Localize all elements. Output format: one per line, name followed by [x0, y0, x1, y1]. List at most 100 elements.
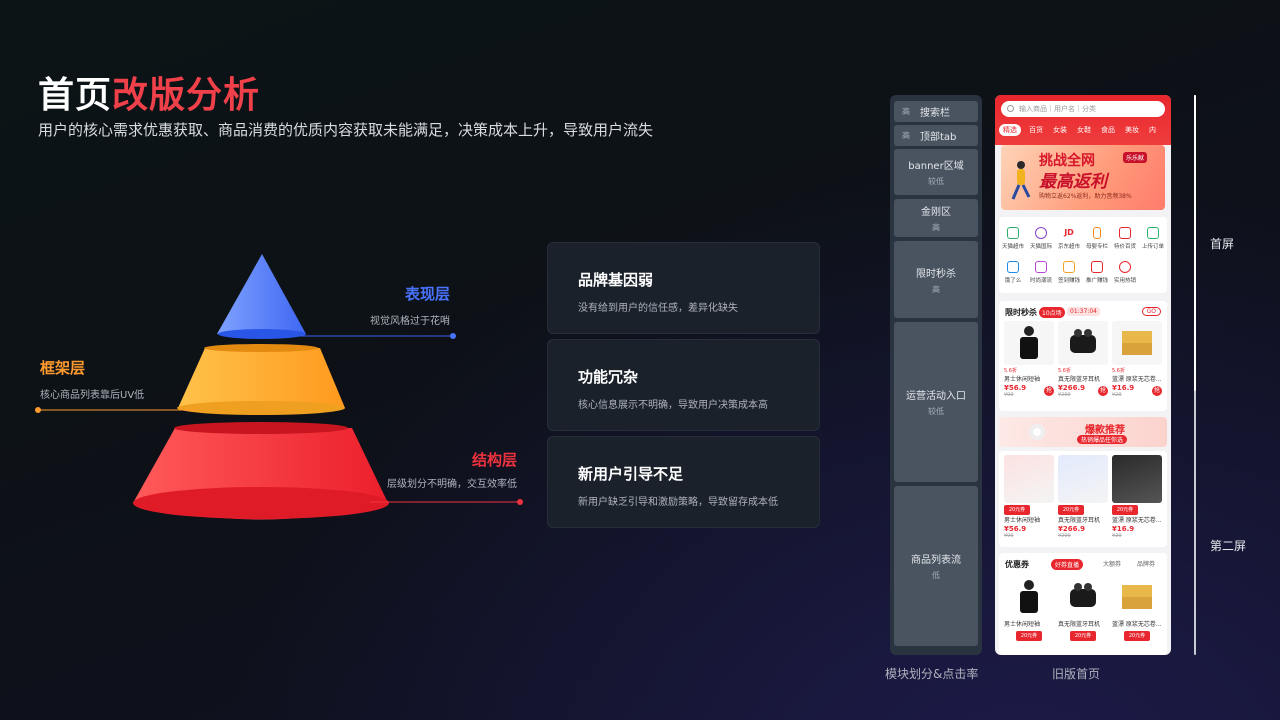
clipboard-icon [1147, 226, 1159, 239]
layer-top-desc: 视觉风格过于花哨 [370, 316, 450, 327]
product-price: ¥266.9 [1058, 525, 1086, 533]
tissue-box-icon [1122, 331, 1152, 355]
product-name: 真无限蓝牙耳机 [1058, 517, 1101, 524]
kingkong-item[interactable]: 实用热销 [1111, 255, 1139, 289]
tab-category[interactable]: 女装 [1053, 126, 1067, 134]
bowl-icon [1007, 260, 1019, 273]
module-label: 运营活动入口 [906, 391, 966, 402]
module-rate: 低 [932, 571, 940, 580]
kingkong-label: 特价百货 [1113, 243, 1136, 250]
kingkong-label: 时尚潮流 [1029, 277, 1052, 284]
product-card[interactable]: 5.6折 蓝漂 原浆无芯卷... ¥16.9 ¥29 抢 [1112, 321, 1162, 398]
product-old-price: ¥299 [1058, 533, 1071, 539]
coupon-badge: 20元券 [1058, 505, 1084, 515]
kingkong-label: 京东超市 [1057, 243, 1080, 250]
kingkong-item[interactable]: 推广赚钱 [1083, 255, 1111, 289]
kingkong-item[interactable]: 特价百货 [1111, 221, 1139, 255]
tab-category[interactable]: 女鞋 [1077, 126, 1091, 134]
banner-badge: 乐乐献 [1123, 152, 1148, 163]
tshirt-icon [1020, 326, 1038, 359]
globe-icon [1035, 226, 1047, 239]
product-name: 真无限蓝牙耳机 [1058, 376, 1101, 383]
kingkong-item[interactable]: 上传订单 [1139, 221, 1167, 255]
product-price: ¥56.9 [1004, 384, 1027, 392]
tab-coupon[interactable]: 大额券 [1103, 561, 1122, 568]
module-division-column: 高 搜索栏 高 顶部tab banner区域 较低 金刚区 高 限时秒杀 高 运… [890, 95, 982, 655]
first-screen-marker [1194, 95, 1196, 391]
kingkong-item[interactable]: 天猫国际 [1027, 221, 1055, 255]
kingkong-label: 饿了么 [1004, 277, 1022, 284]
grab-button[interactable]: 抢 [1098, 386, 1108, 396]
tab-category[interactable]: 百货 [1029, 126, 1043, 134]
tab-category[interactable]: 美妆 [1125, 126, 1139, 134]
product-old-price: ¥299 [1058, 392, 1071, 398]
flash-countdown: 01:37:04 [1067, 307, 1100, 316]
kingkong-item[interactable]: 时尚潮流 [1027, 255, 1055, 289]
issue-card: 品牌基因弱 没有给到用户的信任感，差异化缺失 [547, 242, 820, 334]
product-price: ¥56.9 [1004, 525, 1027, 533]
phone-header: 输入商品｜用户名｜分类 精选 百货 女装 女鞋 食品 美妆 内 [995, 95, 1171, 145]
product-name: 蓝漂 原浆无芯卷... [1112, 621, 1162, 628]
coupon-section: 优惠券 好券直播 大额券 品牌券 男士休闲短袖 20元券 真无限蓝牙耳机 20元… [999, 553, 1167, 655]
kingkong-item[interactable]: JD 京东超市 [1055, 221, 1083, 255]
product-card[interactable]: 20元券 男士休闲短袖 ¥56.9 ¥99 [1004, 455, 1054, 539]
doc-icon [1091, 260, 1103, 273]
module-rate: 高 [932, 284, 940, 294]
hot-recommend-banner[interactable]: 爆款推荐 热销爆品任你选 [999, 417, 1167, 447]
gift-icon [1063, 260, 1075, 273]
first-screen-label: 首屏 [1210, 237, 1235, 251]
layer-bottom-desc: 层级划分不明确，交互效率低 [387, 479, 517, 490]
grab-button[interactable]: 抢 [1044, 386, 1054, 396]
tab-coupon[interactable]: 好券直播 [1051, 559, 1084, 570]
product-card[interactable]: 5.6折 真无限蓝牙耳机 ¥266.9 ¥299 抢 [1058, 321, 1108, 398]
issue-card: 新用户引导不足 新用户缺乏引导和激励策略，导致留存成本低 [547, 436, 820, 528]
tab-category[interactable]: 食品 [1101, 126, 1115, 134]
product-card[interactable]: 5.6折 男士休闲短袖 ¥56.9 ¥99 抢 [1004, 321, 1054, 398]
product-name: 男士休闲短袖 [1004, 621, 1041, 628]
layer-top-name: 表现层 [405, 285, 451, 303]
kingkong-item[interactable]: 签到赚钱 [1055, 255, 1083, 289]
earbuds-icon [1070, 583, 1096, 607]
search-input[interactable]: 输入商品｜用户名｜分类 [1001, 101, 1165, 117]
banner-headline: 最高返利 [1039, 172, 1107, 192]
hot-product-list: 20元券 男士休闲短袖 ¥56.9 ¥99 20元券 真无限蓝牙耳机 ¥266.… [999, 451, 1167, 547]
cart-icon [1007, 226, 1019, 239]
kingkong-item[interactable]: 母婴专栏 [1083, 221, 1111, 255]
grab-button[interactable]: 抢 [1152, 386, 1162, 396]
module-label: 搜索栏 [920, 108, 950, 119]
flash-go-button[interactable]: GO [1141, 307, 1161, 316]
product-old-price: ¥29 [1112, 392, 1122, 398]
product-name: 蓝漂 原浆无芯卷... [1112, 517, 1162, 524]
category-tabs: 精选 百货 女装 女鞋 食品 美妆 内 [999, 124, 1158, 136]
product-card[interactable]: 真无限蓝牙耳机 20元券 [1058, 575, 1108, 641]
product-card[interactable]: 20元券 蓝漂 原浆无芯卷... ¥16.9 ¥29 [1112, 455, 1162, 539]
coupon-badge: 20元券 [1124, 631, 1150, 641]
product-name: 真无限蓝牙耳机 [1058, 621, 1101, 628]
kingkong-label: 实用热销 [1113, 277, 1136, 284]
tab-category[interactable]: 精选 [999, 124, 1021, 136]
kingkong-item[interactable]: 饿了么 [999, 255, 1027, 289]
product-card[interactable]: 20元券 真无限蓝牙耳机 ¥266.9 ¥299 [1058, 455, 1108, 539]
product-old-price: ¥29 [1112, 533, 1122, 539]
product-card[interactable]: 蓝漂 原浆无芯卷... 20元券 [1112, 575, 1162, 641]
hot-subtitle: 热销爆品任你选 [1077, 435, 1128, 444]
earbuds-icon [1070, 329, 1096, 353]
tab-coupon[interactable]: 品牌券 [1137, 561, 1156, 568]
coupon-badge: 20元券 [1070, 631, 1096, 641]
product-image [1112, 455, 1162, 503]
promo-banner[interactable]: 挑战全网 乐乐献 最高返利 购物立返62%返利，助力音频38% [1001, 145, 1165, 210]
tab-category[interactable]: 内 [1149, 126, 1156, 134]
module-rate: 较低 [928, 177, 944, 186]
card-desc: 没有给到用户的信任感，差异化缺失 [578, 303, 738, 314]
issue-card: 功能冗杂 核心信息展示不明确，导致用户决策成本高 [547, 339, 820, 431]
module-label: 顶部tab [920, 132, 957, 143]
product-old-price: ¥99 [1004, 392, 1014, 398]
kingkong-label: 上传订单 [1141, 243, 1164, 250]
kingkong-item[interactable]: 天猫超市 [999, 221, 1027, 255]
kingkong-label: 推广赚钱 [1085, 277, 1108, 284]
product-name: 男士休闲短袖 [1004, 376, 1041, 383]
module-kingkong: 金刚区 高 [894, 199, 978, 237]
product-name: 男士休闲短袖 [1004, 517, 1041, 524]
product-image [1004, 455, 1054, 503]
product-card[interactable]: 男士休闲短袖 20元券 [1004, 575, 1054, 641]
